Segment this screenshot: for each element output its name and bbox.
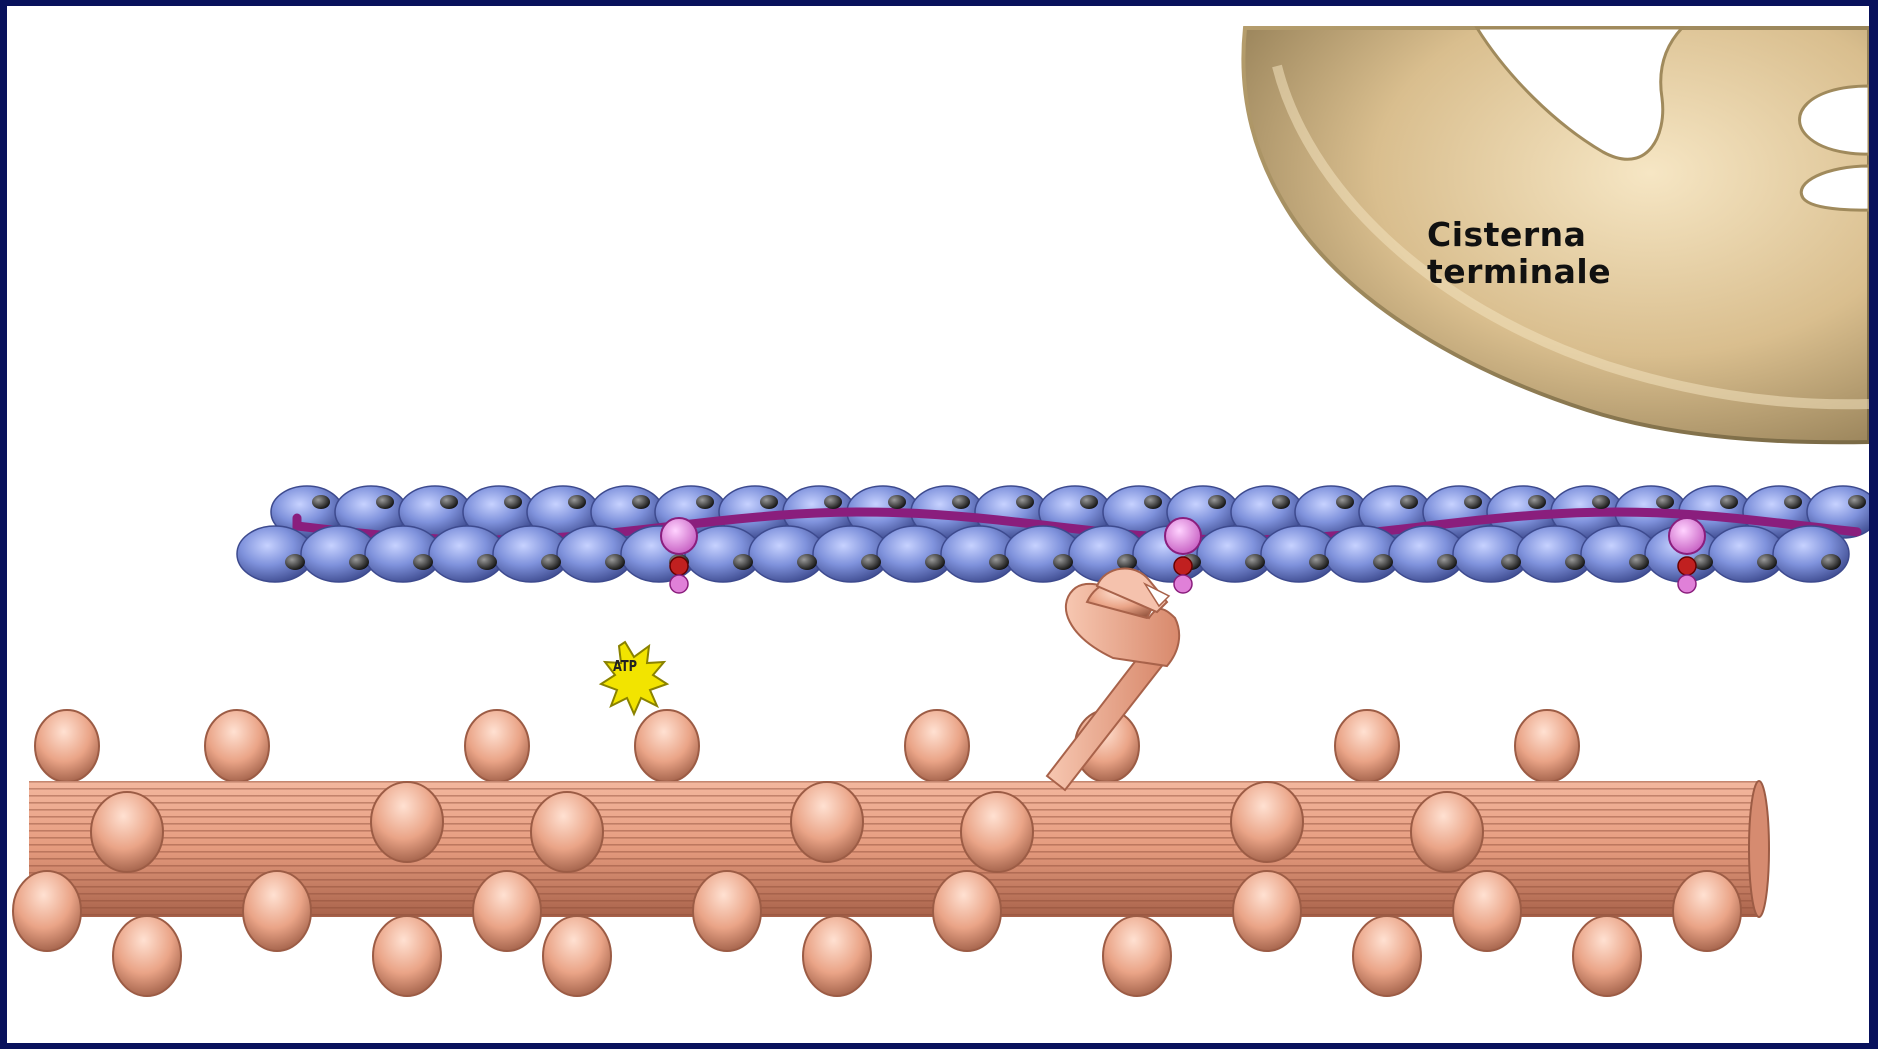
myosin-binding-site [1080, 495, 1098, 509]
myosin-head [373, 916, 441, 996]
myosin-binding-site [1757, 554, 1777, 570]
myosin-binding-site [568, 495, 586, 509]
myosin-binding-site [1373, 554, 1393, 570]
myosin-head [905, 710, 969, 782]
myosin-head [1673, 871, 1741, 951]
actin-monomer [1773, 526, 1849, 582]
myosin-binding-site [632, 495, 650, 509]
myosin-head [933, 871, 1001, 951]
atp-label: ATP [594, 657, 655, 675]
myosin-head [205, 710, 269, 782]
myosin-head [371, 782, 443, 862]
myosin-head [465, 710, 529, 782]
myosin-binding-site [1272, 495, 1290, 509]
myosin-binding-site [925, 554, 945, 570]
myosin-head [531, 792, 603, 872]
myosin-head [1515, 710, 1579, 782]
myosin-binding-site [1309, 554, 1329, 570]
myosin-binding-site [349, 554, 369, 570]
myosin-binding-site [312, 495, 330, 509]
myosin-binding-site [1656, 495, 1674, 509]
myosin-head [693, 871, 761, 951]
myosin-head [113, 916, 181, 996]
myosin-head [961, 792, 1033, 872]
myosin-binding-site [760, 495, 778, 509]
myosin-head [1573, 916, 1641, 996]
myosin-head [35, 710, 99, 782]
myosin-binding-site [1592, 495, 1610, 509]
myosin-binding-site [541, 554, 561, 570]
diagram-canvas: ATP Cisterna terminale [7, 6, 1869, 1043]
myosin-binding-site [413, 554, 433, 570]
myosin-binding-site [797, 554, 817, 570]
myosin-binding-site [733, 554, 753, 570]
muscle-contraction-illustration [7, 6, 1869, 1043]
myosin-head [1453, 871, 1521, 951]
myosin-binding-site [696, 495, 714, 509]
myosin-head [1231, 782, 1303, 862]
myosin-binding-site [1821, 554, 1841, 570]
terminal-cistern [1243, 28, 1869, 442]
myosin-binding-site [1016, 495, 1034, 509]
myosin-head [791, 782, 863, 862]
myosin-binding-site [1848, 495, 1866, 509]
myosin-head [1353, 916, 1421, 996]
myosin-head [1103, 916, 1171, 996]
myosin-head [1411, 792, 1483, 872]
myosin-binding-site [989, 554, 1009, 570]
myosin-binding-site [1528, 495, 1546, 509]
myosin-binding-site [477, 554, 497, 570]
myosin-head [13, 871, 81, 951]
myosin-binding-site [440, 495, 458, 509]
myosin-binding-site [376, 495, 394, 509]
myosin-binding-site [504, 495, 522, 509]
myosin-binding-site [285, 554, 305, 570]
thin-filament [237, 486, 1869, 593]
myosin-head [243, 871, 311, 951]
myosin-binding-site [605, 554, 625, 570]
myosin-head [803, 916, 871, 996]
myosin-binding-site [1053, 554, 1073, 570]
myosin-head [1335, 710, 1399, 782]
myosin-binding-site [1565, 554, 1585, 570]
myosin-binding-site [1400, 495, 1418, 509]
myosin-binding-site [1629, 554, 1649, 570]
myosin-head [1233, 871, 1301, 951]
myosin-binding-site [952, 495, 970, 509]
myosin-head [473, 871, 541, 951]
myosin-binding-site [1720, 495, 1738, 509]
atp-marker [601, 642, 667, 714]
myosin-binding-site [1784, 495, 1802, 509]
myosin-binding-site [1144, 495, 1162, 509]
myosin-binding-site [1501, 554, 1521, 570]
myosin-binding-site [861, 554, 881, 570]
thick-filament [13, 710, 1769, 996]
myosin-binding-site [824, 495, 842, 509]
myosin-head [635, 710, 699, 782]
starburst-icon [601, 642, 667, 714]
myosin-binding-site [1336, 495, 1354, 509]
myosin-binding-site [1464, 495, 1482, 509]
myosin-binding-site [1245, 554, 1265, 570]
myosin-binding-site [888, 495, 906, 509]
myosin-binding-site [1437, 554, 1457, 570]
myosin-head [543, 916, 611, 996]
myosin-binding-site [1208, 495, 1226, 509]
myosin-head [91, 792, 163, 872]
